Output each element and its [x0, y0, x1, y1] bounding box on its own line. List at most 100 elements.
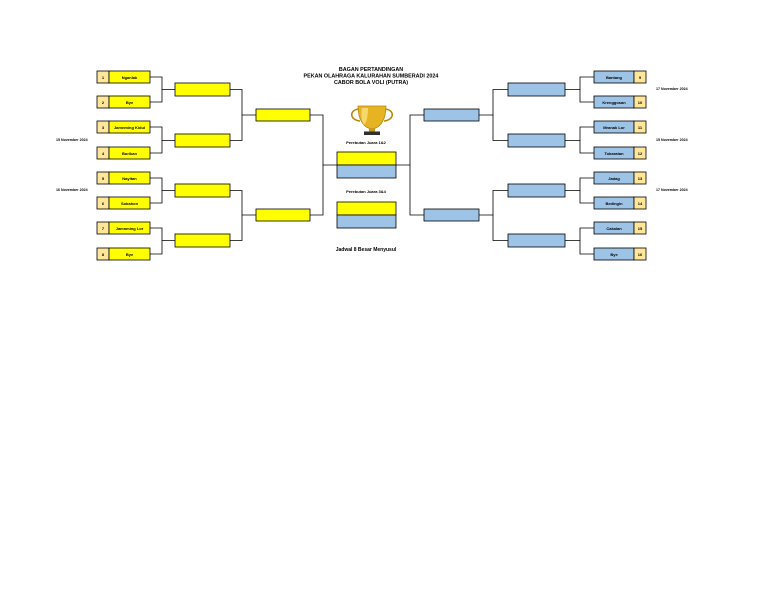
round-2-slot — [174, 133, 231, 148]
trophy-icon — [350, 105, 394, 135]
team-name: Burikan — [122, 151, 137, 156]
round-2-slot — [507, 183, 566, 198]
seed-box — [633, 196, 647, 210]
seed-number: 15 — [638, 226, 643, 231]
right-bracket-lines — [396, 76, 594, 255]
final-match-3-4 — [336, 201, 397, 229]
team-name: Bye — [126, 252, 134, 257]
team-slot: 3 Jamnming Kidul — [96, 120, 151, 134]
team-slot: Tobaratan 12 — [593, 146, 647, 160]
seed-box — [633, 120, 647, 134]
team-slot: 1 Nganlak — [96, 70, 151, 84]
round-2-slot — [507, 133, 566, 148]
team-slot: Bedingin 14 — [593, 196, 647, 210]
seed-box — [633, 247, 647, 261]
team-name: Jadag — [608, 176, 620, 181]
team-box — [108, 95, 151, 109]
match-date: 15 November 2024 — [56, 138, 88, 142]
team-box — [108, 70, 151, 84]
team-name: Krenggosan — [602, 100, 626, 105]
seed-number: 12 — [638, 151, 643, 156]
team-name: Bedingin — [605, 201, 623, 206]
team-slot: 8 Bye — [96, 247, 151, 261]
team-box — [108, 247, 151, 261]
round-2-slot — [174, 82, 231, 97]
seed-number: 8 — [102, 252, 105, 257]
left-round-boxes — [174, 82, 311, 248]
team-name: Jamnming Kidul — [114, 125, 145, 130]
team-slot: 7 Jamnming Lor — [96, 221, 151, 235]
team-slot: Cakalan 15 — [593, 221, 647, 235]
right-teams: Bantang 9 Krenggosan 10 Mranak Lor 11 To… — [593, 70, 647, 261]
seed-number: 3 — [102, 125, 105, 130]
seed-box — [633, 146, 647, 160]
team-slot: Bye 16 — [593, 247, 647, 261]
seed-box — [633, 171, 647, 185]
final-match-1-2 — [336, 151, 397, 179]
schedule-note: Jadwal 8 Besar Menyusul — [336, 247, 397, 253]
seed-number: 16 — [638, 252, 643, 257]
team-name: Nayitan — [122, 176, 137, 181]
title-line-3: CABOR BOLA VOLI (PUTRA) — [334, 80, 408, 86]
seed-box — [633, 70, 647, 84]
team-slot: Bantang 9 — [593, 70, 647, 84]
team-name: Mranak Lor — [603, 125, 625, 130]
team-name: Bye — [126, 100, 134, 105]
semifinal-slot — [255, 108, 311, 122]
seed-number: 1 — [102, 75, 105, 80]
seed-number: 4 — [102, 151, 105, 156]
seed-number: 2 — [102, 100, 105, 105]
team-slot: 4 Burikan — [96, 146, 151, 160]
team-box — [108, 221, 151, 235]
semifinal-slot — [255, 208, 311, 222]
team-name: Cakalan — [606, 226, 622, 231]
round-2-slot — [507, 82, 566, 97]
team-slot: Mranak Lor 11 — [593, 120, 647, 134]
team-slot: Krenggosan 10 — [593, 95, 647, 109]
team-box — [108, 146, 151, 160]
team-name: Bye — [610, 252, 618, 257]
seed-number: 5 — [102, 176, 105, 181]
final-label-3-4: Perebutan Juara 3&4 — [346, 189, 387, 194]
seed-number: 13 — [638, 176, 643, 181]
round-2-slot — [174, 183, 231, 198]
seed-box — [633, 95, 647, 109]
team-name: Bantang — [606, 75, 623, 80]
title-line-1: BAGAN PERTANDINGAN — [339, 67, 403, 73]
match-date: 17 November 2024 — [656, 188, 688, 192]
final-slot-left — [336, 151, 397, 166]
seed-number: 11 — [638, 125, 643, 130]
round-2-slot — [174, 233, 231, 248]
team-name: Nganlak — [122, 75, 138, 80]
final-label-1-2: Perebutan Juara 1&2 — [346, 140, 387, 145]
semifinal-slot — [423, 108, 480, 122]
third-place-slot-right — [336, 214, 397, 229]
team-box — [108, 120, 151, 134]
right-round-boxes — [423, 82, 566, 248]
team-slot: 5 Nayitan — [96, 171, 151, 185]
team-slot: Jadag 13 — [593, 171, 647, 185]
seed-number: 6 — [102, 201, 105, 206]
team-box — [108, 196, 151, 210]
title-line-2: PEKAN OLAHRAGA KALURAHAN SUMBERADI 2024 — [304, 74, 439, 80]
seed-number: 9 — [639, 75, 642, 80]
team-box — [108, 171, 151, 185]
team-name: Sobahon — [121, 201, 139, 206]
team-name: Tobaratan — [604, 151, 624, 156]
left-teams: 1 Nganlak 2 Bye 3 Jamnming Kidul 4 Burik… — [96, 70, 151, 261]
seed-number: 10 — [638, 100, 643, 105]
seed-number: 7 — [102, 226, 105, 231]
seed-number: 14 — [638, 201, 643, 206]
third-place-slot-left — [336, 201, 397, 216]
round-2-slot — [507, 233, 566, 248]
match-date: 17 November 2024 — [656, 87, 688, 91]
team-slot: 6 Sobahon — [96, 196, 151, 210]
semifinal-slot — [423, 208, 480, 222]
match-date: 16 November 2024 — [56, 188, 88, 192]
team-slot: 2 Bye — [96, 95, 151, 109]
left-bracket-lines — [150, 76, 337, 255]
seed-box — [633, 221, 647, 235]
team-name: Jamnming Lor — [116, 226, 144, 231]
match-date: 15 November 2024 — [656, 138, 688, 142]
